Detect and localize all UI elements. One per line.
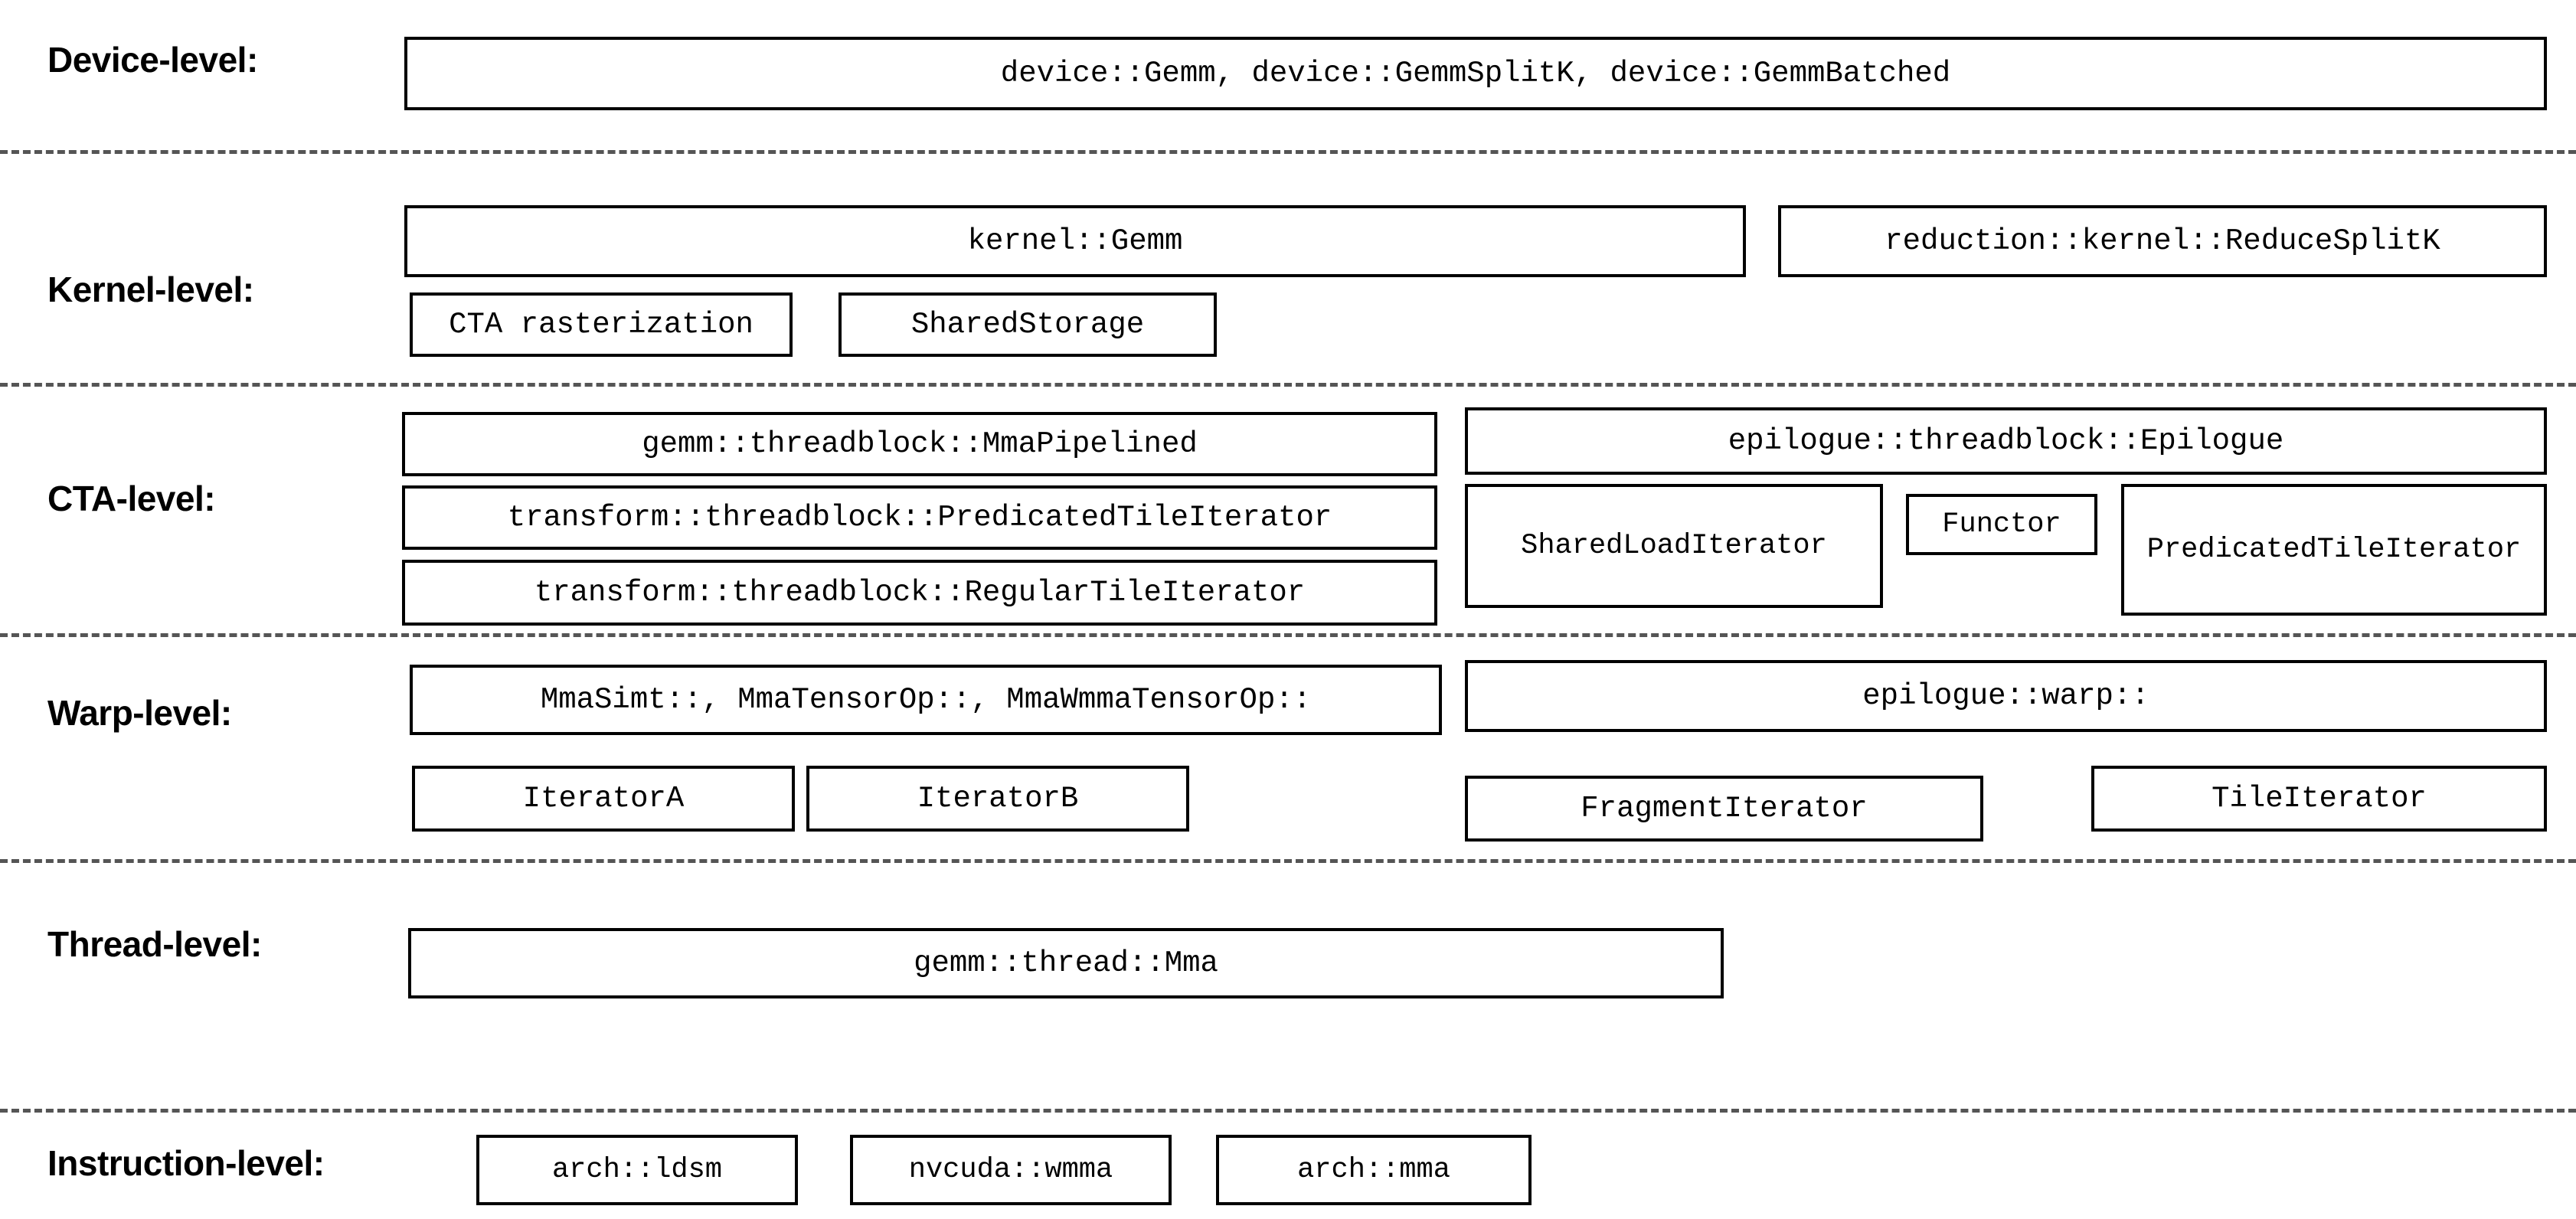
divider-device-kernel: [0, 150, 2576, 154]
box-label: epilogue::threadblock::Epilogue: [1728, 423, 2284, 458]
box-label: kernel::Gemm: [967, 224, 1183, 258]
box-label: gemm::thread::Mma: [914, 946, 1218, 980]
box-label: transform::threadblock::RegularTileItera…: [534, 575, 1306, 610]
divider-warp-thread: [0, 859, 2576, 863]
box-arch-ldsm: arch::ldsm: [476, 1135, 798, 1205]
box-label: arch::ldsm: [551, 1153, 723, 1186]
box-label: TileIterator: [2212, 781, 2427, 815]
box-label: IteratorB: [917, 781, 1079, 815]
box-label: CTA rasterization: [449, 307, 754, 342]
box-label: PredicatedTileIterator: [2146, 533, 2522, 566]
box-reduction-kernel-reducesplitk: reduction::kernel::ReduceSplitK: [1778, 205, 2547, 277]
box-label: nvcuda::wmma: [908, 1153, 1113, 1186]
box-warp-mma-variants: MmaSimt::, MmaTensorOp::, MmaWmmaTensorO…: [410, 665, 1442, 735]
box-iterator-b: IteratorB: [806, 766, 1189, 832]
box-label: device::Gemm, device::GemmSplitK, device…: [1000, 56, 1951, 90]
box-transform-threadblock-regulartileiterator: transform::threadblock::RegularTileItera…: [402, 560, 1437, 626]
box-iterator-a: IteratorA: [412, 766, 795, 832]
box-tile-iterator: TileIterator: [2091, 766, 2547, 832]
box-kernel-gemm: kernel::Gemm: [404, 205, 1746, 277]
box-gemm-threadblock-mmapipelined: gemm::threadblock::MmaPipelined: [402, 412, 1437, 476]
box-cta-rasterization: CTA rasterization: [410, 292, 793, 357]
box-nvcuda-wmma: nvcuda::wmma: [850, 1135, 1172, 1205]
box-shared-storage: SharedStorage: [839, 292, 1217, 357]
box-fragment-iterator: FragmentIterator: [1465, 776, 1983, 842]
box-label: IteratorA: [522, 781, 685, 815]
level-label-thread: Thread-level:: [47, 924, 262, 964]
box-label: Functor: [1942, 508, 2061, 541]
box-label: SharedLoadIterator: [1521, 529, 1827, 562]
level-label-instruction: Instruction-level:: [47, 1143, 325, 1183]
box-label: MmaSimt::, MmaTensorOp::, MmaWmmaTensorO…: [540, 682, 1312, 717]
level-label-device: Device-level:: [47, 40, 258, 80]
box-epilogue-warp: epilogue::warp::: [1465, 660, 2547, 732]
box-label: FragmentIterator: [1581, 791, 1868, 825]
divider-kernel-cta: [0, 383, 2576, 387]
level-label-kernel: Kernel-level:: [47, 270, 254, 309]
divider-thread-instruction: [0, 1109, 2576, 1113]
box-label: arch::mma: [1297, 1153, 1450, 1186]
box-functor: Functor: [1906, 494, 2097, 555]
box-arch-mma: arch::mma: [1216, 1135, 1532, 1205]
box-epilogue-threadblock-epilogue: epilogue::threadblock::Epilogue: [1465, 407, 2547, 475]
divider-cta-warp: [0, 633, 2576, 637]
level-label-warp: Warp-level:: [47, 693, 232, 733]
box-predicated-tile-iterator: PredicatedTileIterator: [2121, 484, 2547, 616]
box-label: transform::threadblock::PredicatedTileIt…: [507, 500, 1332, 534]
level-label-cta: CTA-level:: [47, 479, 216, 518]
box-transform-threadblock-predicatedtileiterator: transform::threadblock::PredicatedTileIt…: [402, 485, 1437, 550]
box-gemm-thread-mma: gemm::thread::Mma: [408, 928, 1724, 998]
box-device-gemm: device::Gemm, device::GemmSplitK, device…: [404, 37, 2547, 110]
box-label: SharedStorage: [910, 307, 1145, 342]
box-shared-load-iterator: SharedLoadIterator: [1465, 484, 1883, 608]
box-label: gemm::threadblock::MmaPipelined: [642, 426, 1198, 461]
box-label: reduction::kernel::ReduceSplitK: [1885, 224, 2440, 258]
box-label: epilogue::warp::: [1862, 678, 2149, 713]
